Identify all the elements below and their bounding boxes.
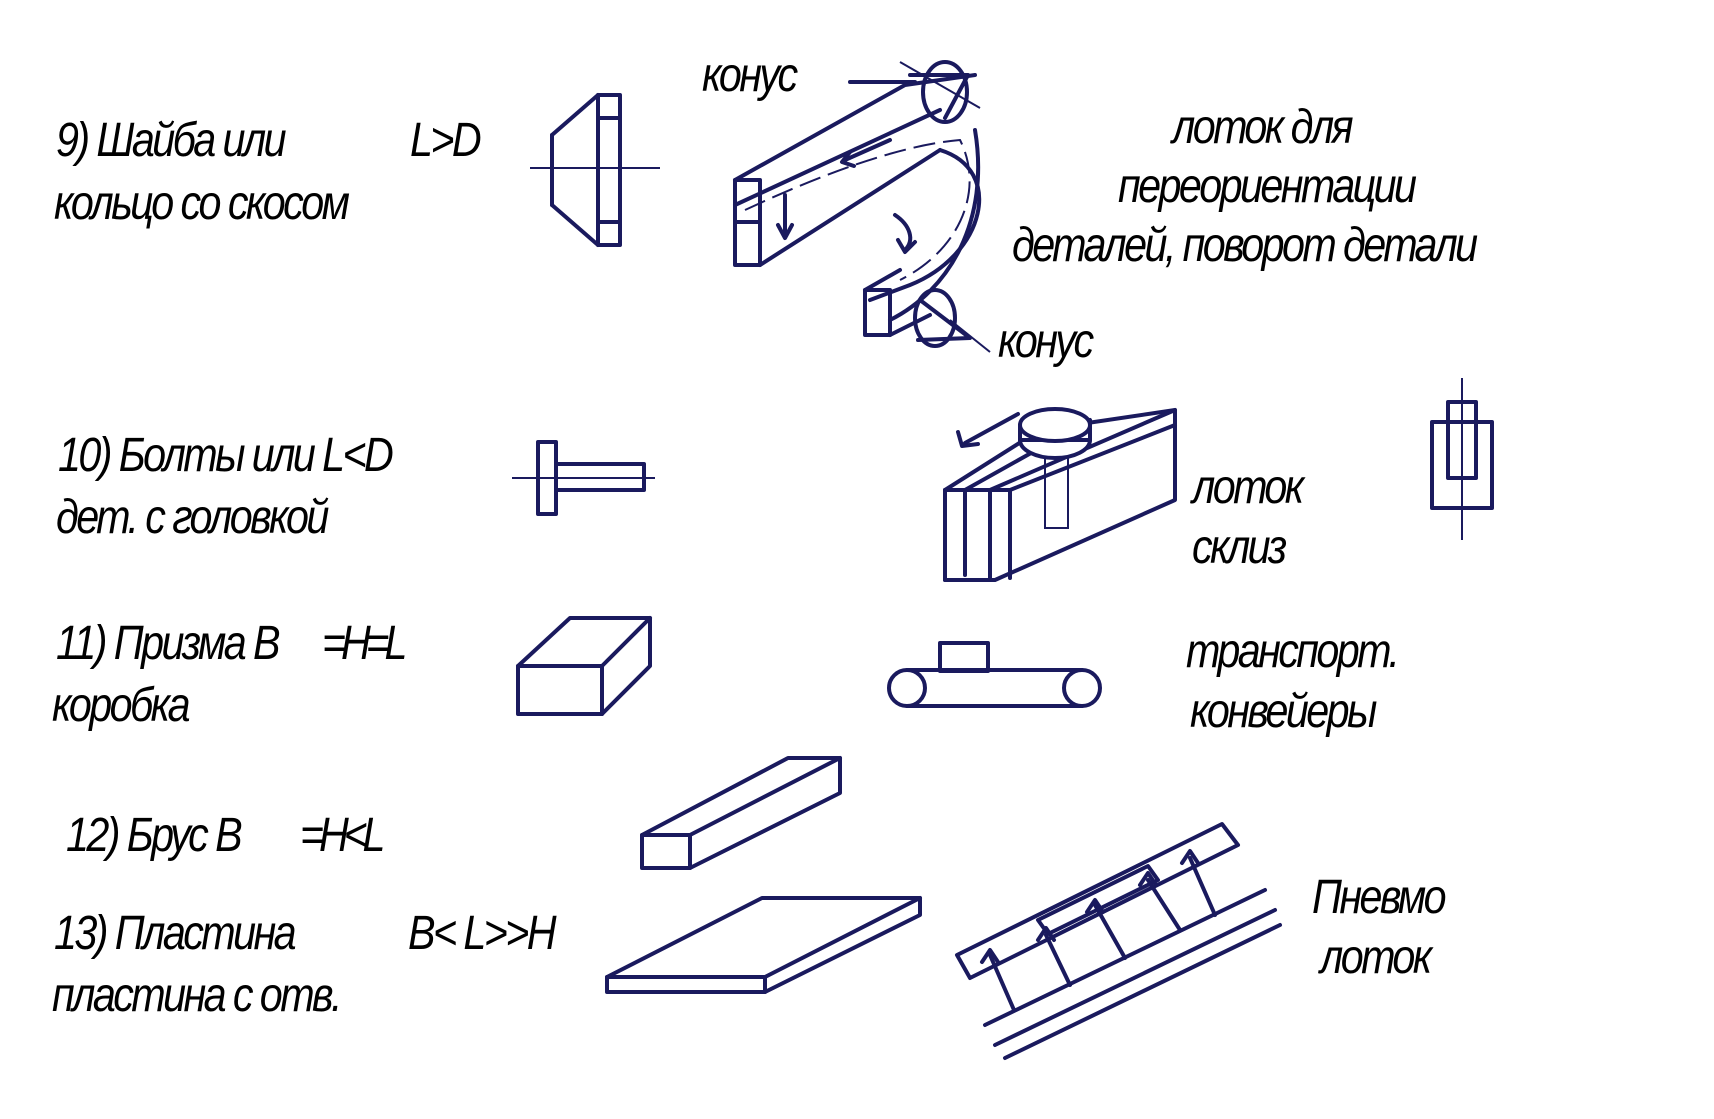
bolt-figure: [512, 440, 655, 516]
slide-tray-label-1: лоток: [1192, 461, 1304, 514]
pneumo-tray-label-1: Пневмо: [1312, 871, 1447, 924]
item-13-param: B< L>>H: [408, 907, 557, 960]
item-12-param: =H<L: [300, 809, 386, 862]
item-9-subtitle: кольцо со скосом: [54, 177, 350, 230]
pneumo-tray-figure: [955, 822, 1282, 1060]
conveyor-label-1: транспорт.: [1186, 625, 1400, 678]
washer-chamfer-figure: [530, 93, 660, 247]
reorient-tray-label-3: деталей, поворот детали: [1012, 219, 1478, 272]
reorientation-tray-figure: [733, 60, 991, 353]
reorient-tray-label-1: лоток для: [1172, 101, 1354, 154]
item-13-title: 13) Пластина: [54, 907, 297, 960]
conveyor-label-2: конвейеры: [1190, 685, 1377, 738]
cone-label-bottom: конус: [998, 315, 1094, 368]
slide-tray-figure: [943, 407, 1177, 582]
slide-tray-section-figure: [1430, 378, 1494, 540]
item-11-title: 11) Призма B: [56, 617, 281, 670]
prism-box-figure: [516, 616, 652, 716]
pneumo-tray-label-2: лоток: [1320, 931, 1432, 984]
item-9-title: 9) Шайба или: [56, 114, 287, 167]
item-9-param: L>D: [410, 114, 482, 167]
item-10-subtitle: дет. с головкой: [56, 491, 329, 544]
item-12-title: 12) Брус B: [66, 809, 243, 862]
conveyor-figure: [887, 641, 1102, 708]
plate-figure: [605, 896, 922, 994]
cone-label-top: конус: [702, 49, 798, 102]
item-11-param: =H=L: [322, 617, 408, 670]
slide-tray-label-2: склиз: [1192, 521, 1287, 574]
item-10-title: 10) Болты или L<D: [58, 429, 394, 482]
item-13-subtitle: пластина с отв.: [52, 969, 342, 1022]
item-11-subtitle: коробка: [52, 679, 191, 732]
reorient-tray-label-2: переориентации: [1118, 160, 1417, 213]
beam-figure: [640, 756, 842, 870]
